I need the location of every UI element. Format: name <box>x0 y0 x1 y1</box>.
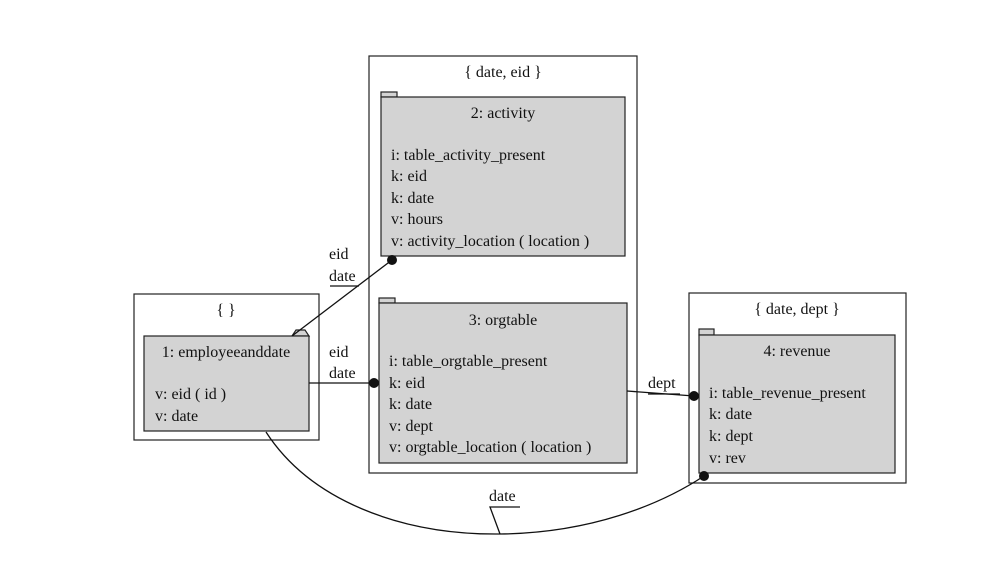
edge-label: eid <box>329 246 349 263</box>
table-activity: 2: activity i: table_activity_present k:… <box>380 91 626 257</box>
edge-endpoint <box>699 471 709 481</box>
edge-label: dept <box>648 375 676 392</box>
table-line: v: hours <box>391 211 443 228</box>
edge-endpoint <box>387 255 397 265</box>
table-line: k: dept <box>709 428 754 445</box>
table-title: 1: employeeanddate <box>162 344 290 361</box>
table-line: k: date <box>709 406 752 423</box>
folder-tab <box>698 328 715 336</box>
table-line: k: eid <box>391 168 427 185</box>
table-line: v: orgtable_location ( location ) <box>389 439 591 456</box>
edge-emp-revenue: date <box>265 431 709 535</box>
edge-label: date <box>489 488 516 505</box>
table-line: k: date <box>389 396 432 413</box>
table-line: k: eid <box>389 375 425 392</box>
edge-emp-orgtable: eid date <box>309 344 379 388</box>
edge-endpoint <box>689 391 699 401</box>
table-line: v: dept <box>389 418 434 435</box>
table-line: v: date <box>155 408 198 425</box>
table-card <box>378 302 628 464</box>
table-line: v: rev <box>709 450 746 467</box>
table-line: k: date <box>391 190 434 207</box>
table-orgtable: 3: orgtable i: table_orgtable_present k:… <box>378 297 628 464</box>
edge-emp-activity: eid date <box>291 246 397 337</box>
group-label-date-dept: { date, dept } <box>754 301 840 318</box>
folder-tab <box>378 297 396 304</box>
table-line: v: eid ( id ) <box>155 386 226 403</box>
edge-line <box>291 259 393 337</box>
table-title: 3: orgtable <box>469 312 538 329</box>
table-employeeanddate: 1: employeeanddate v: eid ( id ) v: date <box>143 329 311 432</box>
table-line: i: table_activity_present <box>391 147 546 164</box>
table-card <box>380 96 626 257</box>
edge-org-revenue: dept <box>626 375 699 401</box>
table-line: i: table_revenue_present <box>709 385 866 402</box>
table-title: 2: activity <box>471 105 535 122</box>
table-card <box>143 335 310 432</box>
table-revenue: 4: revenue i: table_revenue_present k: d… <box>698 328 896 474</box>
table-card <box>698 334 896 474</box>
edge-label: date <box>329 365 356 382</box>
group-label-date-eid: { date, eid } <box>464 64 542 81</box>
group-label-empty: { } <box>216 302 235 319</box>
table-title: 4: revenue <box>763 343 830 360</box>
edge-label-underline <box>489 506 520 535</box>
table-line: i: table_orgtable_present <box>389 353 548 370</box>
folder-tab <box>380 91 398 98</box>
edge-label: eid <box>329 344 349 361</box>
table-line: v: activity_location ( location ) <box>391 233 589 250</box>
edge-label: date <box>329 268 356 285</box>
edge-endpoint <box>369 378 379 388</box>
